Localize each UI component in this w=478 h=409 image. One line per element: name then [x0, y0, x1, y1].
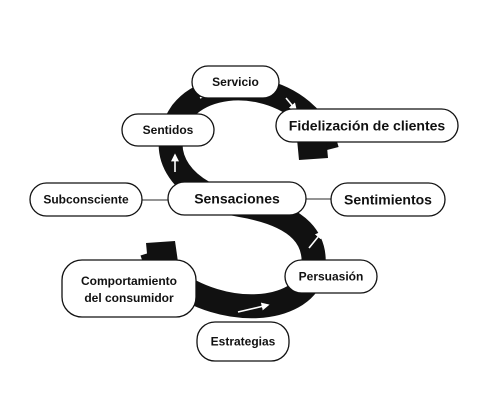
- node-servicio-label: Servicio: [212, 75, 259, 89]
- node-persuasion: Persuasión: [284, 259, 378, 294]
- node-sentidos-label: Sentidos: [143, 123, 194, 137]
- arrow-to-persuasion: [237, 302, 270, 313]
- node-estrategias: Estrategias: [196, 321, 290, 362]
- node-fidelizacion-label: Fidelización de clientes: [289, 118, 446, 134]
- node-servicio: Servicio: [191, 65, 280, 99]
- node-sensaciones-label: Sensaciones: [194, 191, 280, 207]
- node-sentimientos-label: Sentimientos: [344, 192, 432, 208]
- node-subconsciente-label: Subconsciente: [43, 193, 129, 207]
- connectors: [142, 198, 331, 201]
- node-comportamiento-label-1: Comportamiento: [81, 274, 177, 288]
- node-estrategias-label: Estrategias: [211, 335, 276, 349]
- arrow-to-sentimientos: [308, 230, 324, 249]
- node-comportamiento: Comportamiento del consumidor: [61, 259, 197, 318]
- arrow-to-fidelizacion: [285, 97, 298, 112]
- node-subconsciente: Subconsciente: [29, 182, 143, 217]
- node-persuasion-label: Persuasión: [299, 270, 364, 284]
- node-comportamiento-label-2: del consumidor: [84, 291, 174, 305]
- node-sensaciones: Sensaciones: [167, 181, 307, 216]
- node-sentimientos: Sentimientos: [330, 182, 446, 217]
- node-fidelizacion: Fidelización de clientes: [275, 108, 459, 143]
- node-sentidos: Sentidos: [121, 113, 215, 147]
- road-end-bottom: [146, 241, 178, 264]
